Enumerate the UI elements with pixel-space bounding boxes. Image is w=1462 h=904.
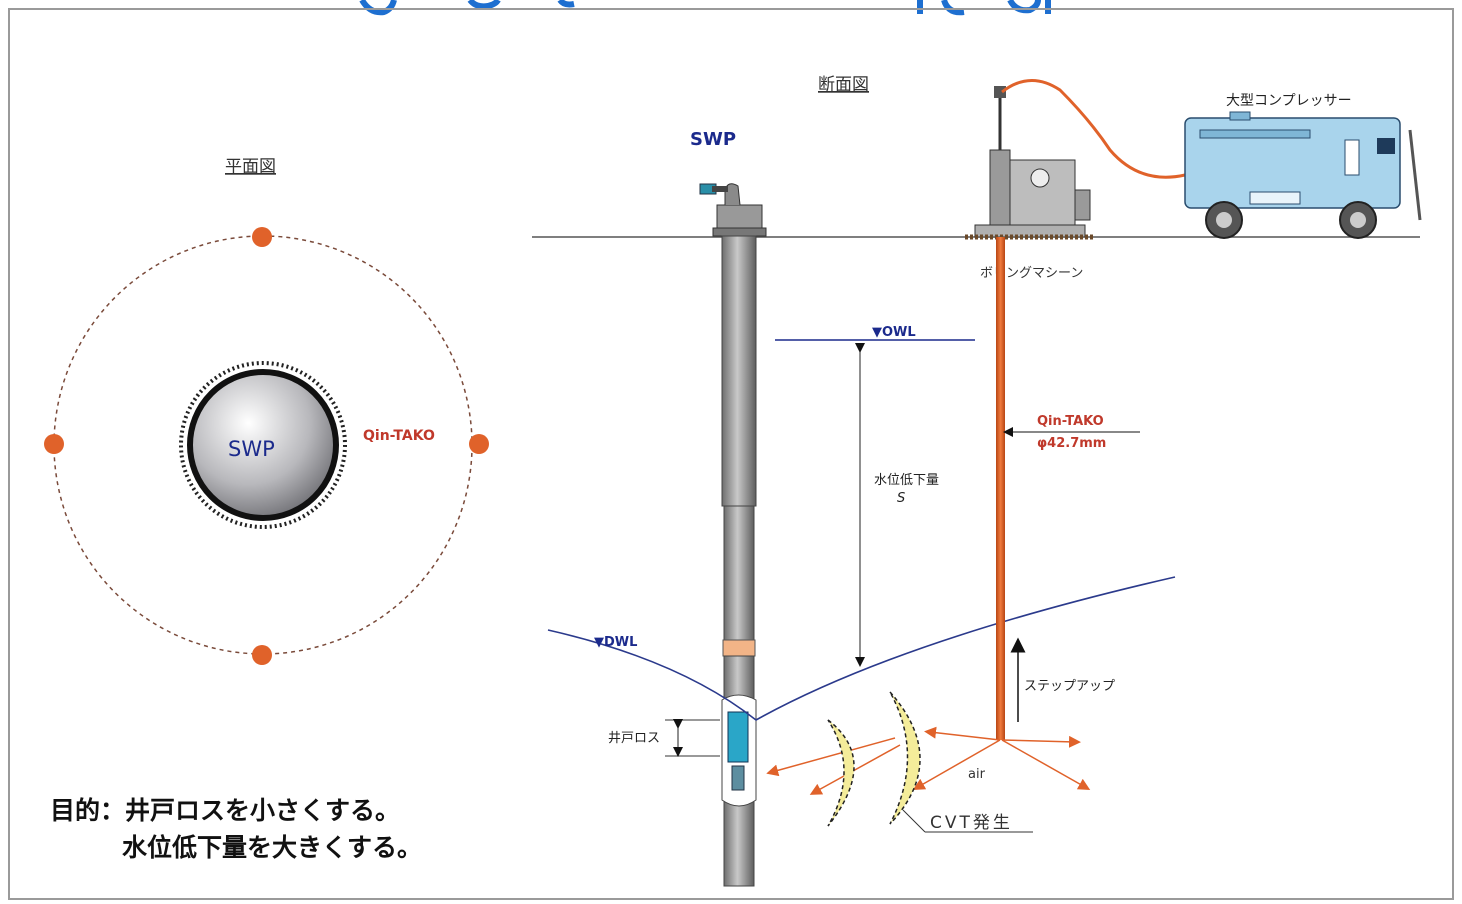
plan-swp-label: SWP bbox=[228, 437, 275, 461]
air-label: air bbox=[968, 767, 986, 782]
plan-view: 平面図 SWP Qin-TAKO bbox=[44, 157, 489, 665]
compressor-label: 大型コンプレッサー bbox=[1226, 93, 1352, 109]
well-point-bottom bbox=[252, 645, 272, 665]
plan-qin-tako-label: Qin-TAKO bbox=[363, 428, 435, 444]
cvt-crescent-2 bbox=[889, 691, 921, 825]
owl-label: ▼OWL bbox=[872, 325, 916, 340]
purpose-line-2: 水位低下量を大きくする。 bbox=[122, 833, 423, 862]
diameter-label: φ42.7mm bbox=[1037, 436, 1106, 451]
swp-casing-lower bbox=[723, 505, 755, 647]
swp-pump bbox=[727, 711, 749, 763]
section-view-title: 断面図 bbox=[818, 75, 869, 95]
plan-view-title: 平面図 bbox=[225, 157, 276, 177]
step-up-label: ステップアップ bbox=[1024, 679, 1115, 694]
drawdown-cone bbox=[547, 576, 1176, 721]
drawdown-symbol: S bbox=[897, 491, 905, 506]
air-jets bbox=[766, 726, 1091, 795]
cvt-leader bbox=[902, 809, 926, 833]
qin-tako-rod bbox=[996, 237, 1005, 740]
purpose-block: 目的：井戸ロスを小さくする。 水位低下量を大きくする。 bbox=[50, 792, 422, 866]
cvt-crescent-1 bbox=[827, 719, 855, 827]
swp-wellhead bbox=[699, 183, 767, 237]
swp-band bbox=[722, 639, 756, 657]
drawdown-label: 水位低下量 bbox=[874, 473, 939, 488]
swp-outer-dots bbox=[179, 361, 347, 529]
boring-machine bbox=[965, 86, 1095, 240]
boring-machine-label: ボリングマシーン bbox=[980, 266, 1083, 281]
qin-tako-label: Qin-TAKO bbox=[1037, 414, 1104, 429]
well-loss-label: 井戸ロス bbox=[608, 731, 660, 746]
diagram-frame bbox=[8, 8, 1454, 900]
air-hose bbox=[1001, 79, 1186, 179]
purpose-line-1: 目的：井戸ロスを小さくする。 bbox=[50, 796, 401, 825]
section-view: 断面図 SWP ▼OWL 水位低下量 S ▼DWL bbox=[532, 75, 1422, 887]
swp-casing-upper bbox=[721, 235, 757, 507]
well-point-left bbox=[44, 434, 64, 454]
section-swp-label: SWP bbox=[690, 129, 736, 150]
well-point-right bbox=[469, 434, 489, 454]
well-point-top bbox=[252, 227, 272, 247]
swp-ring bbox=[187, 369, 339, 521]
header-banner-fragment bbox=[359, 0, 1051, 16]
cvt-label: CVT発生 bbox=[930, 813, 1013, 833]
compressor bbox=[1184, 111, 1422, 239]
dwl-label: ▼DWL bbox=[594, 635, 637, 650]
